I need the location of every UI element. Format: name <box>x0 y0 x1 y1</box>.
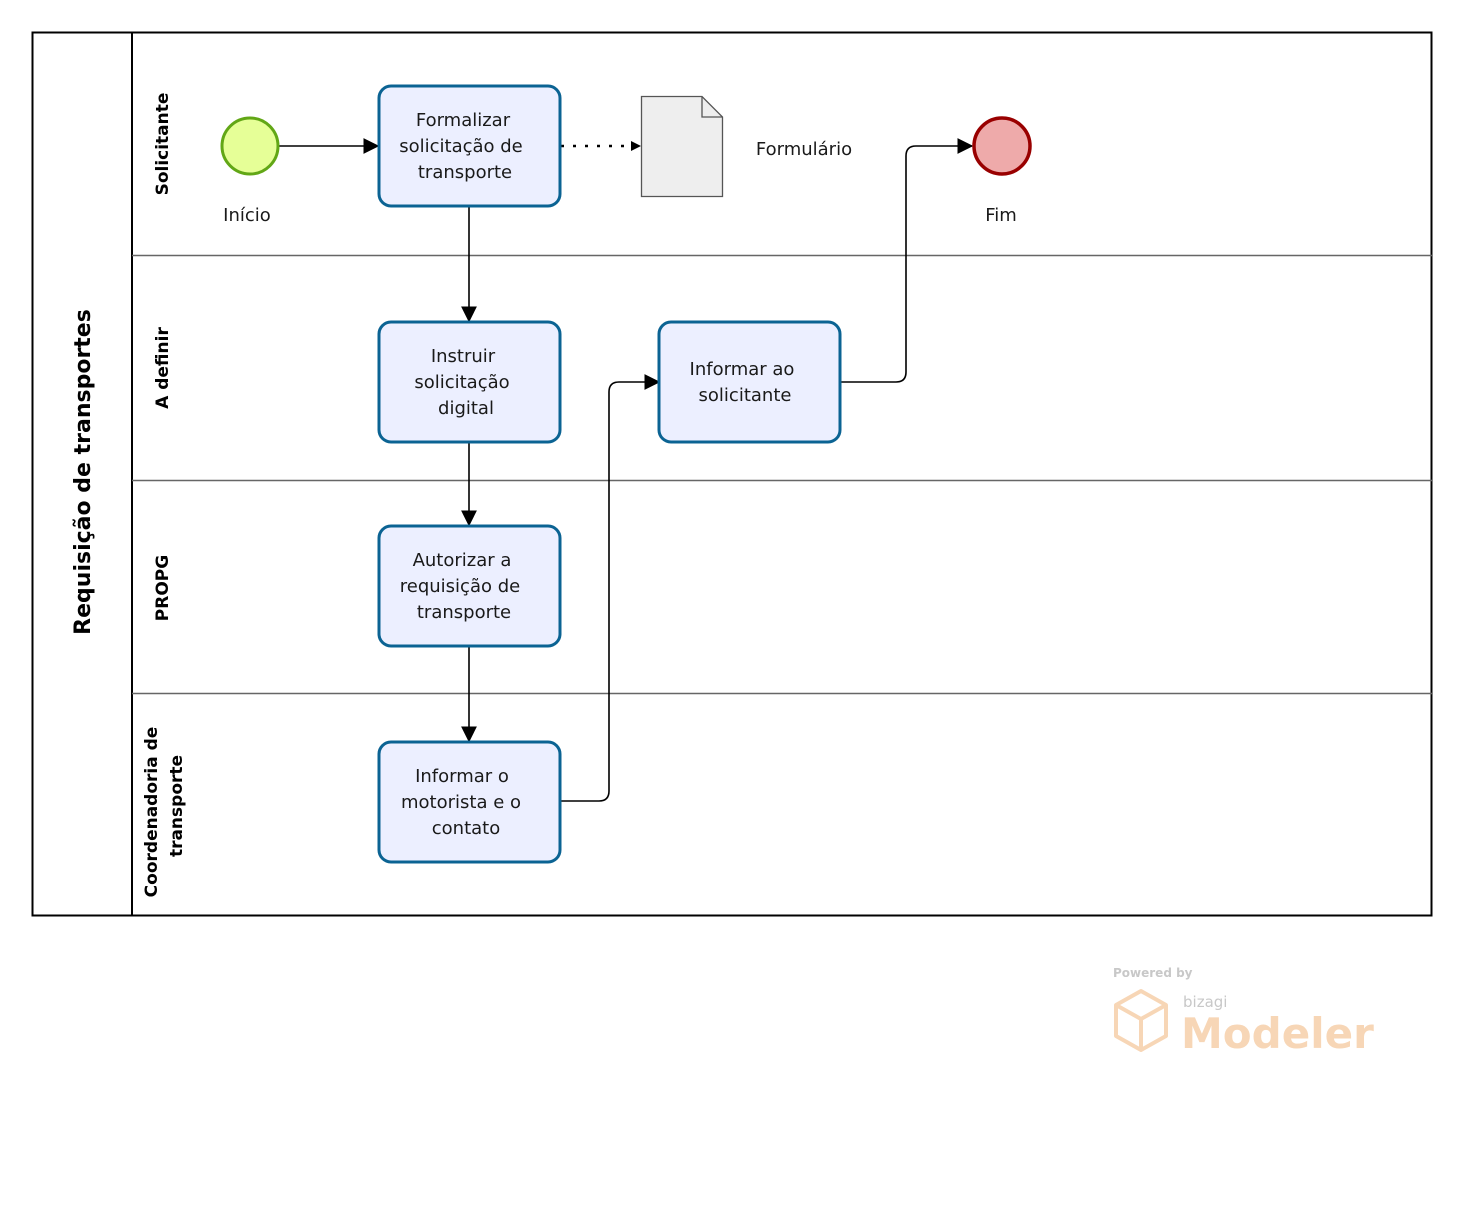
task-autorizar-line2: requisição de <box>400 576 520 597</box>
task-instruir-line2: solicitação <box>414 372 509 393</box>
watermark-powered-by: Powered by <box>1113 966 1193 980</box>
task-informar-solicitante-line2: solicitante <box>699 385 792 406</box>
task-autorizar-line1: Autorizar a <box>413 550 512 571</box>
data-object-label: Formulário <box>756 139 852 160</box>
task-informar-motorista[interactable]: Informar o motorista e o contato <box>377 740 562 864</box>
task-formalizar[interactable]: Formalizar solicitação de transporte <box>377 84 562 208</box>
task-formalizar-line1: Formalizar <box>416 110 511 131</box>
lane-label-propg: PROPG <box>153 555 173 621</box>
end-event[interactable]: Fim <box>972 116 1032 226</box>
task-formalizar-line3: transporte <box>418 162 512 183</box>
lane-coordenadoria: Coordenadoria de transporte <box>142 727 187 898</box>
lane-solicitante: Solicitante <box>153 93 173 196</box>
task-instruir-line1: Instruir <box>431 346 496 367</box>
task-informar-solicitante[interactable]: Informar ao solicitante <box>657 320 842 444</box>
task-instruir[interactable]: Instruir solicitação digital <box>377 320 562 444</box>
task-informar-motorista-line1: Informar o <box>415 766 509 787</box>
lane-separators <box>132 254 1432 695</box>
lane-label-coordenadoria-line1: Coordenadoria de <box>142 727 162 898</box>
task-formalizar-line2: solicitação de <box>399 136 523 157</box>
task-autorizar-line3: transporte <box>417 602 511 623</box>
flow-informar-solicitante-to-end <box>841 138 974 383</box>
data-object-formulario[interactable]: Formulário <box>640 95 853 198</box>
bizagi-watermark: Powered by bizagi Modeler <box>1113 966 1374 1058</box>
lane-label-coordenadoria-line2: transporte <box>167 755 187 857</box>
lane-a-definir: A definir <box>153 327 173 409</box>
task-autorizar[interactable]: Autorizar a requisição de transporte <box>377 524 562 648</box>
pool-title: Requisição de transportes <box>71 309 96 635</box>
bizagi-logo-icon <box>1114 989 1168 1052</box>
watermark-brand: bizagi <box>1183 993 1227 1011</box>
watermark-product: Modeler <box>1181 1009 1374 1058</box>
end-event-label: Fim <box>985 205 1017 226</box>
pool: Requisição de transportes <box>31 31 1433 917</box>
start-event[interactable]: Início <box>220 116 280 226</box>
lane-label-solicitante: Solicitante <box>153 93 173 196</box>
lane-label-a-definir: A definir <box>153 327 173 409</box>
flow-motorista-to-informar-solicitante <box>561 374 661 802</box>
start-event-label: Início <box>223 205 271 226</box>
task-informar-motorista-line3: contato <box>432 818 500 839</box>
lane-propg: PROPG <box>153 555 173 621</box>
task-informar-motorista-line2: motorista e o <box>401 792 521 813</box>
task-instruir-line3: digital <box>438 398 494 419</box>
sequence-flows <box>279 138 974 802</box>
task-informar-solicitante-line1: Informar ao <box>690 359 795 380</box>
